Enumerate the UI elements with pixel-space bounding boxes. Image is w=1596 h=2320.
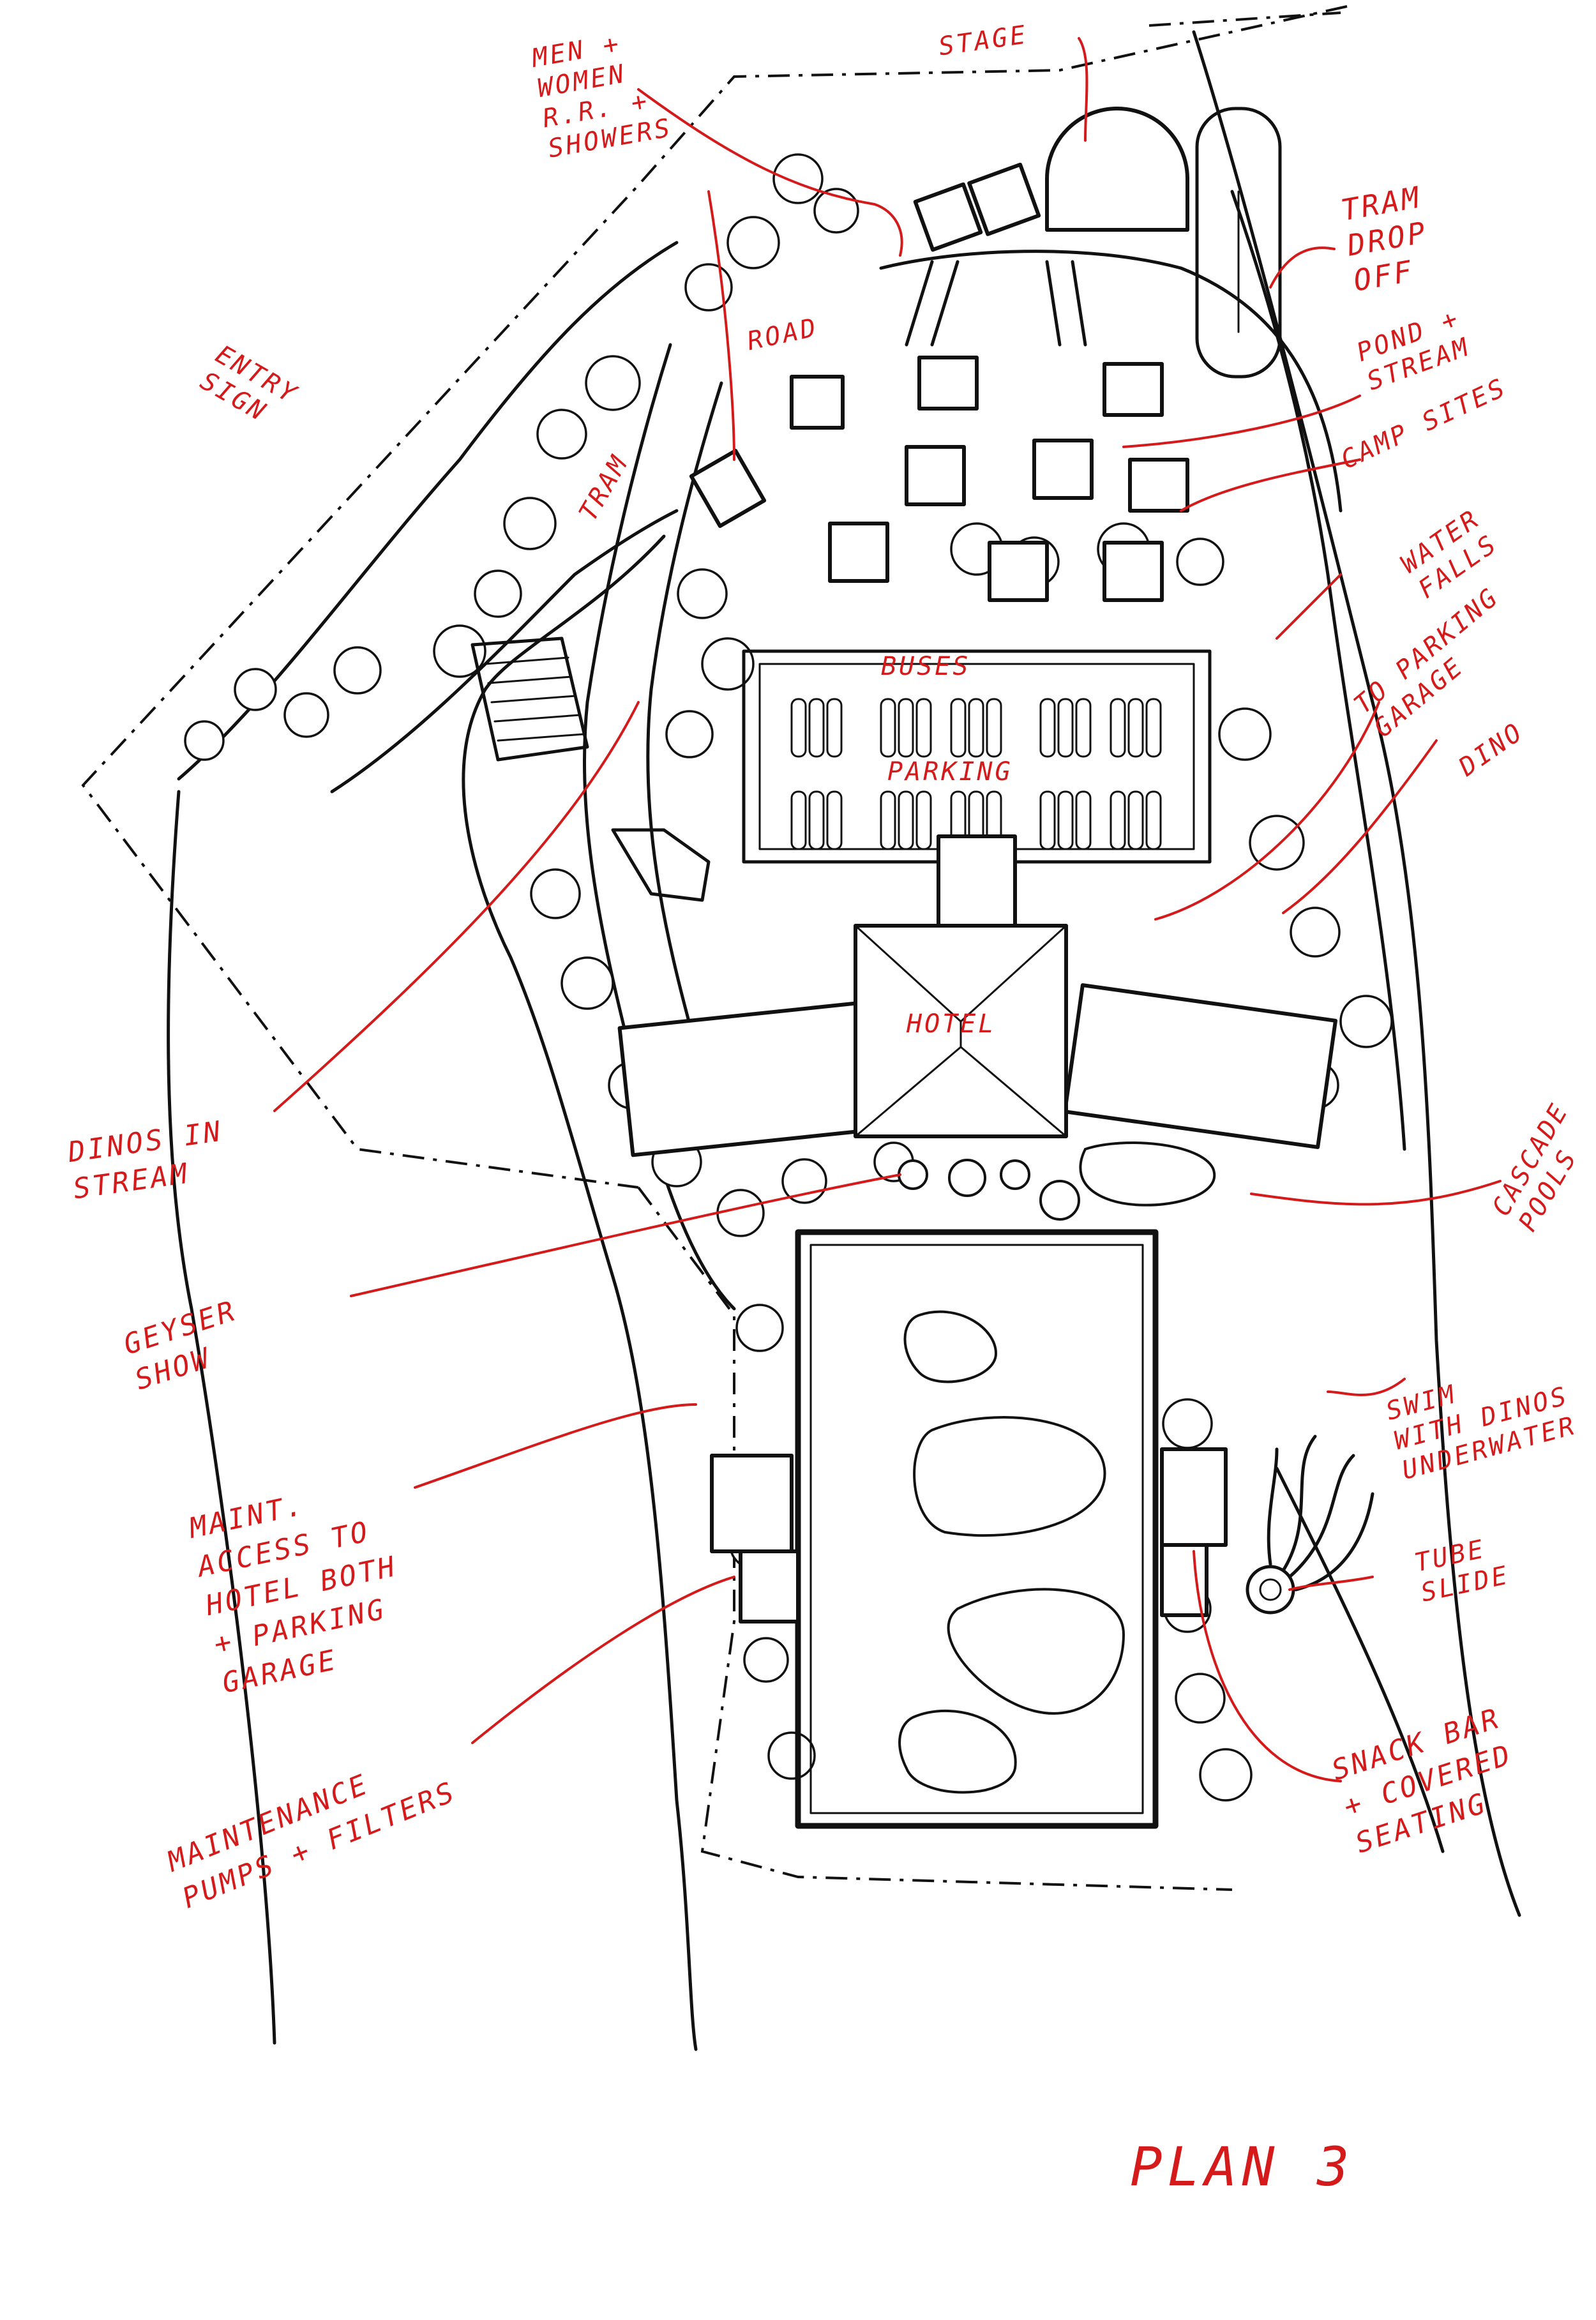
label-buses: BUSES [881, 652, 971, 681]
parking-stall [790, 698, 807, 758]
parking-stall [880, 698, 896, 758]
parking-stall [1057, 790, 1074, 850]
plan-title: PLAN 3 [1130, 2135, 1355, 2198]
property-boundary [81, 5, 1348, 1891]
tree-clusters [184, 153, 1393, 1802]
maint-building-west [710, 1454, 794, 1553]
parking-stall [1145, 698, 1162, 758]
stage-shape [1045, 107, 1189, 232]
parking-stall [1145, 790, 1162, 850]
label-maint-access: MAINT. ACCESS TO HOTEL BOTH + PARKING GA… [186, 1488, 400, 1700]
parking-stall [1110, 790, 1126, 850]
parking-stall [808, 698, 825, 758]
parking-stall [915, 698, 932, 758]
cascade-pools [1079, 1141, 1216, 1207]
parking-stall [826, 698, 843, 758]
ramp-bridge [611, 828, 711, 902]
parking-stall [898, 698, 914, 758]
north-bridges [905, 260, 1087, 347]
annotation-leaders [273, 37, 1502, 1782]
parking-stall [1127, 790, 1144, 850]
road-loop-inner [646, 381, 723, 1049]
parking-stall [898, 790, 914, 850]
label-hotel: HOTEL [907, 1009, 997, 1039]
label-parking: PARKING [887, 757, 1013, 787]
hotel-building [617, 834, 1337, 1157]
parking-stall [968, 698, 984, 758]
parking-stall [880, 790, 896, 850]
parking-stall [950, 698, 967, 758]
parking-stall [826, 790, 843, 850]
geyser-show-features [898, 1159, 1080, 1221]
river-east-bank [462, 534, 698, 2051]
restroom-building-2 [967, 162, 1041, 236]
parking-stall [1075, 790, 1092, 850]
tram-bridge [471, 636, 589, 762]
east-stream-inner [1230, 190, 1445, 1853]
snack-bar-building [1160, 1447, 1228, 1547]
parking-stall [1039, 790, 1056, 850]
parking-stall [986, 698, 1002, 758]
parking-stall [1110, 698, 1126, 758]
tram-drop-off-shape [1195, 107, 1282, 379]
parking-stall [915, 790, 932, 850]
parking-stall [790, 790, 807, 850]
parking-stall [1039, 698, 1056, 758]
maint-pumps-building [739, 1549, 800, 1623]
east-boundary-stream [1192, 30, 1521, 1917]
label-men-women-restrooms: MEN + WOMEN R.R. + SHOWERS [529, 29, 675, 164]
parking-stall [1127, 698, 1144, 758]
camp-site-huts [689, 356, 1189, 602]
parking-stall [1057, 698, 1074, 758]
parking-stall [1075, 698, 1092, 758]
restroom-building-1 [913, 182, 983, 252]
road-loop-outer [582, 250, 1343, 1311]
water-park [795, 1229, 1159, 1829]
parking-stall [808, 790, 825, 850]
